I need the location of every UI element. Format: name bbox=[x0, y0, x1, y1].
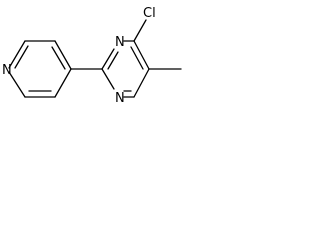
bonds bbox=[8, 19, 182, 98]
bond-pyrimidine-c2-n1-inner bbox=[107, 51, 119, 70]
molecule-structure: N N N Cl bbox=[2, 6, 182, 106]
bond-pyridine-c4-c5 bbox=[54, 68, 72, 98]
atom-label-pyrimidine-n1: N bbox=[115, 35, 125, 50]
bond-pyrimidine-c6-c5 bbox=[133, 40, 150, 70]
bond-c6-cl bbox=[133, 19, 147, 42]
bond-pyridine-c3-c4 bbox=[54, 40, 72, 70]
atom-label-chlorine: Cl bbox=[143, 6, 156, 21]
bond-pyridine-n-c2 bbox=[8, 40, 26, 69]
bond-pyridine-n-c2-inner bbox=[14, 45, 29, 69]
bond-pyrimidine-n3-c2 bbox=[101, 68, 115, 90]
atom-labels: N N N Cl bbox=[2, 6, 156, 106]
bond-pyrimidine-c6-c5-inner bbox=[130, 46, 144, 70]
bond-pyridine-c3-c4-inner bbox=[51, 46, 66, 70]
bond-pyrimidine-c2-n1 bbox=[101, 48, 115, 70]
bond-pyrimidine-c5-c4 bbox=[133, 68, 150, 98]
atom-label-pyridine-n: N bbox=[2, 63, 12, 78]
bond-pyridine-c6-n bbox=[8, 71, 26, 98]
atom-label-pyrimidine-n3: N bbox=[115, 91, 125, 106]
